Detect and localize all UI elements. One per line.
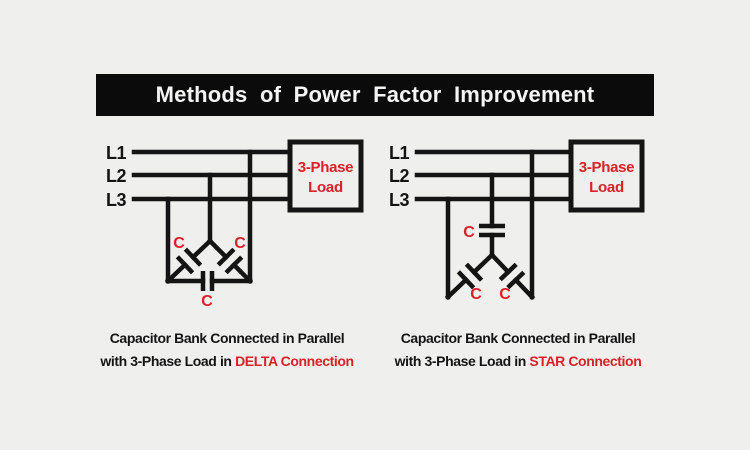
star-cap-label-top: C	[463, 224, 475, 241]
capacitor-plate	[506, 270, 526, 290]
delta-diag-left-upper	[189, 237, 214, 261]
capacitor-plate	[183, 247, 203, 267]
delta-caption-highlight: DELTA Connection	[235, 353, 354, 369]
delta-caption-line2-prefix: with 3-Phase Load in	[100, 353, 232, 369]
star-diag-right-lower	[512, 276, 536, 301]
delta-load-rect	[287, 139, 364, 213]
delta-phase-labels: L1 L2 L3	[106, 143, 127, 210]
delta-diag-right-lower	[230, 261, 254, 285]
star-capacitor-bank: C C C	[444, 149, 536, 303]
star-diag-right-upper	[488, 251, 512, 276]
capacitor-symbol-right	[216, 247, 244, 275]
delta-caption: Capacitor Bank Connected in Parallel wit…	[77, 327, 377, 373]
delta-circuit-diagram: L1 L2 L3 3-Phase Load	[106, 139, 364, 310]
delta-caption-line2: with 3-Phase Load in DELTA Connection	[77, 350, 377, 373]
star-label-l2: L2	[389, 166, 409, 186]
star-diag-left-lower	[444, 276, 470, 301]
delta-cap-label-bottom: C	[201, 293, 213, 310]
capacitor-symbol-left	[175, 247, 203, 275]
star-load-text-2: Load	[589, 179, 624, 196]
delta-label-l2: L2	[106, 166, 126, 186]
delta-diag-left-lower	[164, 261, 189, 285]
star-diag-left-upper	[470, 251, 496, 276]
delta-load-text-1: 3-Phase	[298, 159, 353, 176]
star-circuit-diagram: L1 L2 L3 3-Phase Load	[389, 139, 645, 303]
capacitor-plate	[175, 255, 195, 275]
capacitor-plate	[216, 247, 236, 267]
capacitor-plate	[456, 270, 476, 290]
star-load-rect	[568, 139, 645, 213]
star-phase-labels: L1 L2 L3	[389, 143, 410, 210]
star-label-l1: L1	[389, 143, 409, 163]
capacitor-plate	[498, 262, 518, 282]
star-caption: Capacitor Bank Connected in Parallel wit…	[368, 327, 668, 373]
star-caption-line2: with 3-Phase Load in STAR Connection	[368, 350, 668, 373]
star-caption-line1: Capacitor Bank Connected in Parallel	[400, 330, 636, 346]
star-caption-highlight: STAR Connection	[529, 353, 642, 369]
delta-label-l1: L1	[106, 143, 126, 163]
star-cap-label-left: C	[470, 286, 482, 303]
delta-cap-label-left: C	[173, 235, 185, 252]
capacitor-plate	[464, 262, 484, 282]
capacitor-symbol-top	[479, 223, 505, 238]
delta-cap-label-right: C	[234, 235, 246, 252]
delta-load-box: 3-Phase Load	[287, 139, 364, 213]
delta-capacitor-bank: C C C	[164, 149, 254, 310]
star-load-text-1: 3-Phase	[579, 159, 634, 176]
delta-caption-line1: Capacitor Bank Connected in Parallel	[109, 330, 345, 346]
star-cap-label-right: C	[499, 286, 511, 303]
capacitor-symbol-bottom	[200, 271, 215, 291]
star-load-box: 3-Phase Load	[568, 139, 645, 213]
delta-load-text-2: Load	[308, 179, 343, 196]
capacitor-symbol-left	[456, 262, 484, 290]
capacitor-plate	[224, 255, 244, 275]
page-title: Methods of Power Factor Improvement	[155, 82, 595, 107]
star-label-l3: L3	[389, 190, 409, 210]
delta-diag-right-upper	[206, 237, 230, 261]
capacitor-symbol-right	[498, 262, 526, 290]
star-caption-line2-prefix: with 3-Phase Load in	[394, 353, 527, 369]
delta-label-l3: L3	[106, 190, 126, 210]
title-banner: Methods of Power Factor Improvement	[96, 74, 654, 116]
